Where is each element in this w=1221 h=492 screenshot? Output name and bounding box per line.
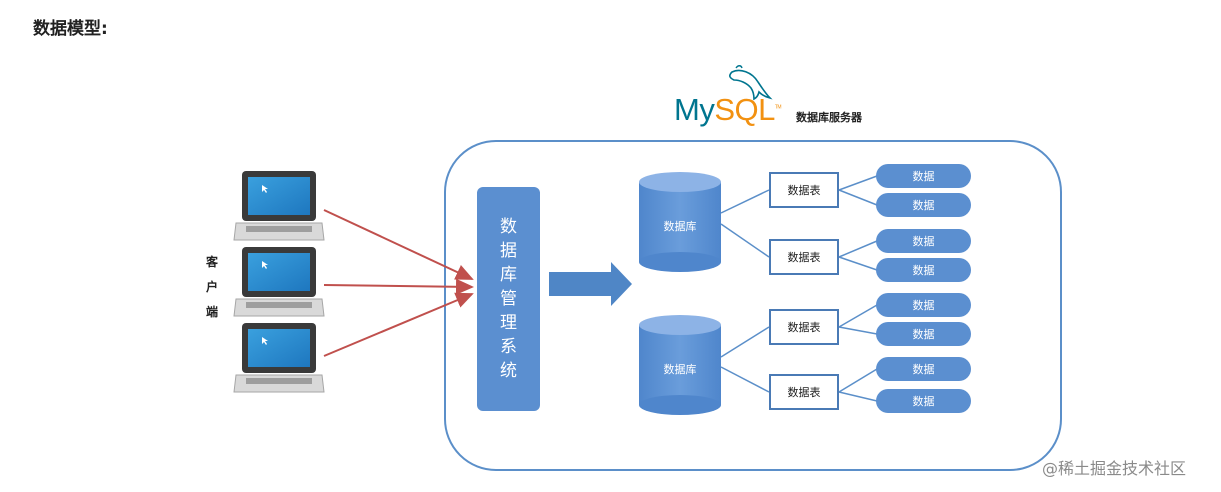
client-label: 客 户 端 bbox=[204, 253, 220, 320]
dbms-label-char: 管 bbox=[500, 289, 517, 309]
data-row-pill: 数据 bbox=[876, 389, 971, 413]
data-row-pill: 数据 bbox=[876, 229, 971, 253]
data-row-pill: 数据 bbox=[876, 357, 971, 381]
dbms-label-char: 理 bbox=[500, 313, 517, 333]
logo-my-text: My bbox=[674, 92, 715, 127]
mysql-logo: MySQLTM bbox=[670, 62, 782, 132]
database-cylinder-2 bbox=[639, 315, 721, 415]
dbms-label-char: 据 bbox=[500, 241, 517, 261]
dbms-label-char: 库 bbox=[500, 265, 517, 285]
database-label: 数据库 bbox=[663, 363, 697, 376]
client-label-char: 客 bbox=[205, 255, 218, 269]
data-row-pill: 数据 bbox=[876, 293, 971, 317]
dbms-to-database-arrow bbox=[549, 262, 632, 306]
database-cylinder-1 bbox=[639, 172, 721, 272]
dolphin-icon bbox=[729, 65, 773, 101]
client-laptop-3 bbox=[233, 323, 325, 393]
logo-sql-text: SQL bbox=[714, 92, 775, 127]
page-title: 数据模型: bbox=[33, 19, 108, 39]
client-connection-arrows bbox=[323, 209, 474, 357]
data-row-pill: 数据 bbox=[876, 258, 971, 282]
client-laptop-1 bbox=[233, 171, 325, 241]
client-label-char: 户 bbox=[205, 280, 218, 294]
data-row-pill: 数据 bbox=[876, 193, 971, 217]
logo-tm-text: TM bbox=[774, 104, 782, 111]
data-table-box: 数据表 bbox=[769, 309, 839, 345]
client-laptop-2 bbox=[233, 247, 325, 317]
dbms-label-char: 统 bbox=[500, 361, 517, 381]
dbms-block: 数 据 库 管 理 系 统 bbox=[477, 187, 540, 411]
data-table-box: 数据表 bbox=[769, 172, 839, 208]
connector-lines bbox=[720, 175, 878, 402]
watermark: @稀土掘金技术社区 bbox=[1042, 459, 1187, 478]
data-table-box: 数据表 bbox=[769, 374, 839, 410]
data-table-box: 数据表 bbox=[769, 239, 839, 275]
server-label: 数据库服务器 bbox=[796, 111, 862, 124]
database-label: 数据库 bbox=[663, 220, 697, 233]
data-row-pill: 数据 bbox=[876, 164, 971, 188]
client-label-char: 端 bbox=[205, 305, 218, 319]
dbms-label-char: 数 bbox=[500, 217, 517, 237]
data-row-pill: 数据 bbox=[876, 322, 971, 346]
dbms-label-char: 系 bbox=[500, 337, 517, 357]
